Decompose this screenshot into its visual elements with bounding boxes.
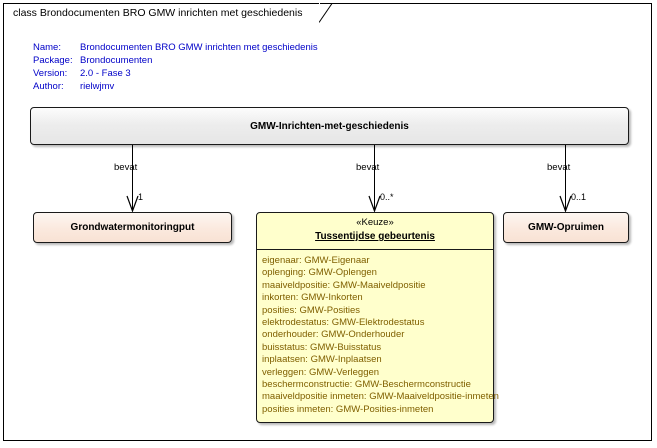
class-attribute-list: eigenaar: GMW-Eigenaar oplenging: GMW-Op…: [257, 250, 499, 420]
diagram-metadata: Name: Brondocumenten BRO GMW inrichten m…: [33, 41, 318, 93]
connector-multiplicity-left: 1: [138, 192, 144, 202]
metadata-value-version: 2.0 - Fase 3: [80, 68, 131, 79]
connector-label-center: bevat: [356, 162, 380, 173]
class-attribute: posities: GMW-Posities: [262, 304, 361, 316]
class-attribute: buisstatus: GMW-Buisstatus: [262, 341, 382, 353]
class-attribute: inplaatsen: GMW-Inplaatsen: [262, 354, 382, 366]
connector-multiplicity-right: 0..1: [571, 192, 587, 202]
class-attribute: elektrodestatus: GMW-Elektrodestatus: [262, 317, 425, 329]
class-box-grondwatermonitoringput[interactable]: Grondwatermonitoringput: [33, 212, 232, 243]
class-attribute: onderhouder: GMW-Onderhouder: [262, 329, 405, 341]
metadata-value-package: Brondocumenten: [80, 55, 153, 66]
class-name-left: Grondwatermonitoringput: [70, 222, 195, 233]
class-name-right: GMW-Opruimen: [528, 222, 604, 233]
metadata-label-version: Version:: [33, 68, 68, 79]
metadata-label-author: Author:: [33, 81, 64, 92]
class-attribute: inkorten: GMW-Inkorten: [262, 292, 363, 304]
class-attribute: posities inmeten: GMW-Posities-inmeten: [262, 403, 434, 415]
class-header-center: «Keuze» Tussentijdse gebeurtenis: [257, 213, 493, 250]
connector-label-left: bevat: [114, 162, 138, 173]
class-attribute: maaiveldpositie: GMW-Maaiveldpositie: [262, 279, 426, 291]
metadata-row-name: Name: Brondocumenten BRO GMW inrichten m…: [33, 41, 318, 54]
metadata-label-package: Package:: [33, 55, 73, 66]
class-attribute: eigenaar: GMW-Eigenaar: [262, 255, 370, 266]
metadata-row-version: Version: 2.0 - Fase 3: [33, 67, 318, 80]
class-box-gmw-inrichten-met-geschiedenis[interactable]: GMW-Inrichten-met-geschiedenis: [30, 107, 629, 145]
class-attribute: beschermconstructie: GMW-Beschermconstru…: [262, 379, 471, 391]
class-name-center: Tussentijdse gebeurtenis: [315, 231, 435, 242]
class-attribute: verleggen: GMW-Verleggen: [262, 366, 380, 378]
metadata-label-name: Name:: [33, 42, 61, 53]
metadata-value-name: Brondocumenten BRO GMW inrichten met ges…: [80, 42, 318, 53]
metadata-row-author: Author: rielwjmv: [33, 80, 318, 93]
metadata-value-author: rielwjmv: [80, 81, 115, 92]
class-stereotype-center: «Keuze»: [356, 217, 394, 228]
class-name-root: GMW-Inrichten-met-geschiedenis: [250, 120, 409, 132]
connector-multiplicity-center: 0..*: [380, 192, 394, 202]
class-box-tussentijdse-gebeurtenis[interactable]: «Keuze» Tussentijdse gebeurtenis eigenaa…: [256, 212, 499, 423]
diagram-title-tab: class Brondocumenten BRO GMW inrichten m…: [3, 3, 321, 22]
class-attribute: maaiveldpositie inmeten: GMW-Maaiveldpos…: [262, 391, 499, 403]
class-attribute: oplenging: GMW-Oplengen: [262, 267, 377, 279]
diagram-title-text: class Brondocumenten BRO GMW inrichten m…: [13, 6, 303, 19]
connector-label-right: bevat: [547, 162, 571, 173]
metadata-row-package: Package: Brondocumenten: [33, 54, 318, 67]
class-box-gmw-opruimen[interactable]: GMW-Opruimen: [503, 212, 629, 243]
